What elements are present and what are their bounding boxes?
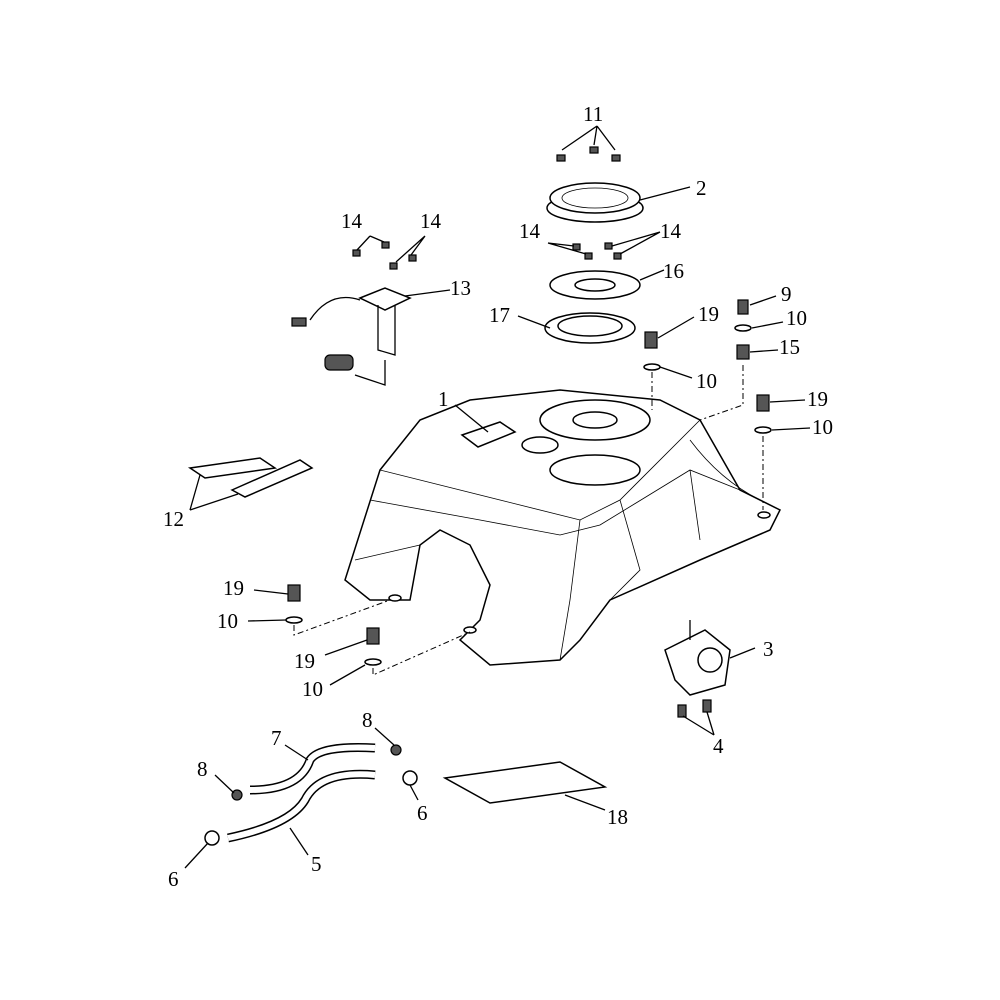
hoses xyxy=(204,743,418,846)
callout-13: 13 xyxy=(450,276,471,300)
callout-19: 19 xyxy=(807,387,828,411)
callout-16: 16 xyxy=(663,259,684,283)
callout-14: 14 xyxy=(420,209,442,233)
callout-19: 19 xyxy=(294,649,315,673)
callout-6: 6 xyxy=(417,801,428,825)
callout-19: 19 xyxy=(698,302,719,326)
gasket xyxy=(549,270,641,300)
fuel-cap xyxy=(546,182,644,223)
callout-14: 14 xyxy=(519,219,541,243)
callout-7: 7 xyxy=(271,726,282,750)
callout-10: 10 xyxy=(786,306,807,330)
leader-lines xyxy=(184,125,811,869)
callout-8: 8 xyxy=(197,757,208,781)
callout-18: 18 xyxy=(607,805,628,829)
bracket xyxy=(664,620,731,718)
callout-10: 10 xyxy=(302,677,323,701)
callout-17: 17 xyxy=(489,303,510,327)
callout-14: 14 xyxy=(660,219,682,243)
callout-5: 5 xyxy=(311,852,322,876)
callout-9: 9 xyxy=(781,282,792,306)
callout-15: 15 xyxy=(779,335,800,359)
fasteners xyxy=(285,299,772,676)
pads xyxy=(187,457,314,498)
callout-14: 14 xyxy=(341,209,363,233)
callout-8: 8 xyxy=(362,708,373,732)
callout-19: 19 xyxy=(223,576,244,600)
callout-2: 2 xyxy=(696,176,707,200)
callouts: 1 2 3 4 5 6 6 7 8 8 9 10 10 10 10 10 11 … xyxy=(163,102,833,891)
fuel-tank xyxy=(344,389,782,666)
sheet xyxy=(442,761,608,804)
callout-11: 11 xyxy=(583,102,603,126)
callout-1: 1 xyxy=(438,387,449,411)
callout-3: 3 xyxy=(763,637,774,661)
callout-10: 10 xyxy=(217,609,238,633)
callout-4: 4 xyxy=(713,734,724,758)
callout-12: 12 xyxy=(163,507,184,531)
callout-6: 6 xyxy=(168,867,179,891)
seal-ring xyxy=(544,312,636,344)
screws xyxy=(352,146,622,270)
callout-10: 10 xyxy=(696,369,717,393)
callout-10: 10 xyxy=(812,415,833,439)
fuel-level-sender xyxy=(291,287,412,386)
